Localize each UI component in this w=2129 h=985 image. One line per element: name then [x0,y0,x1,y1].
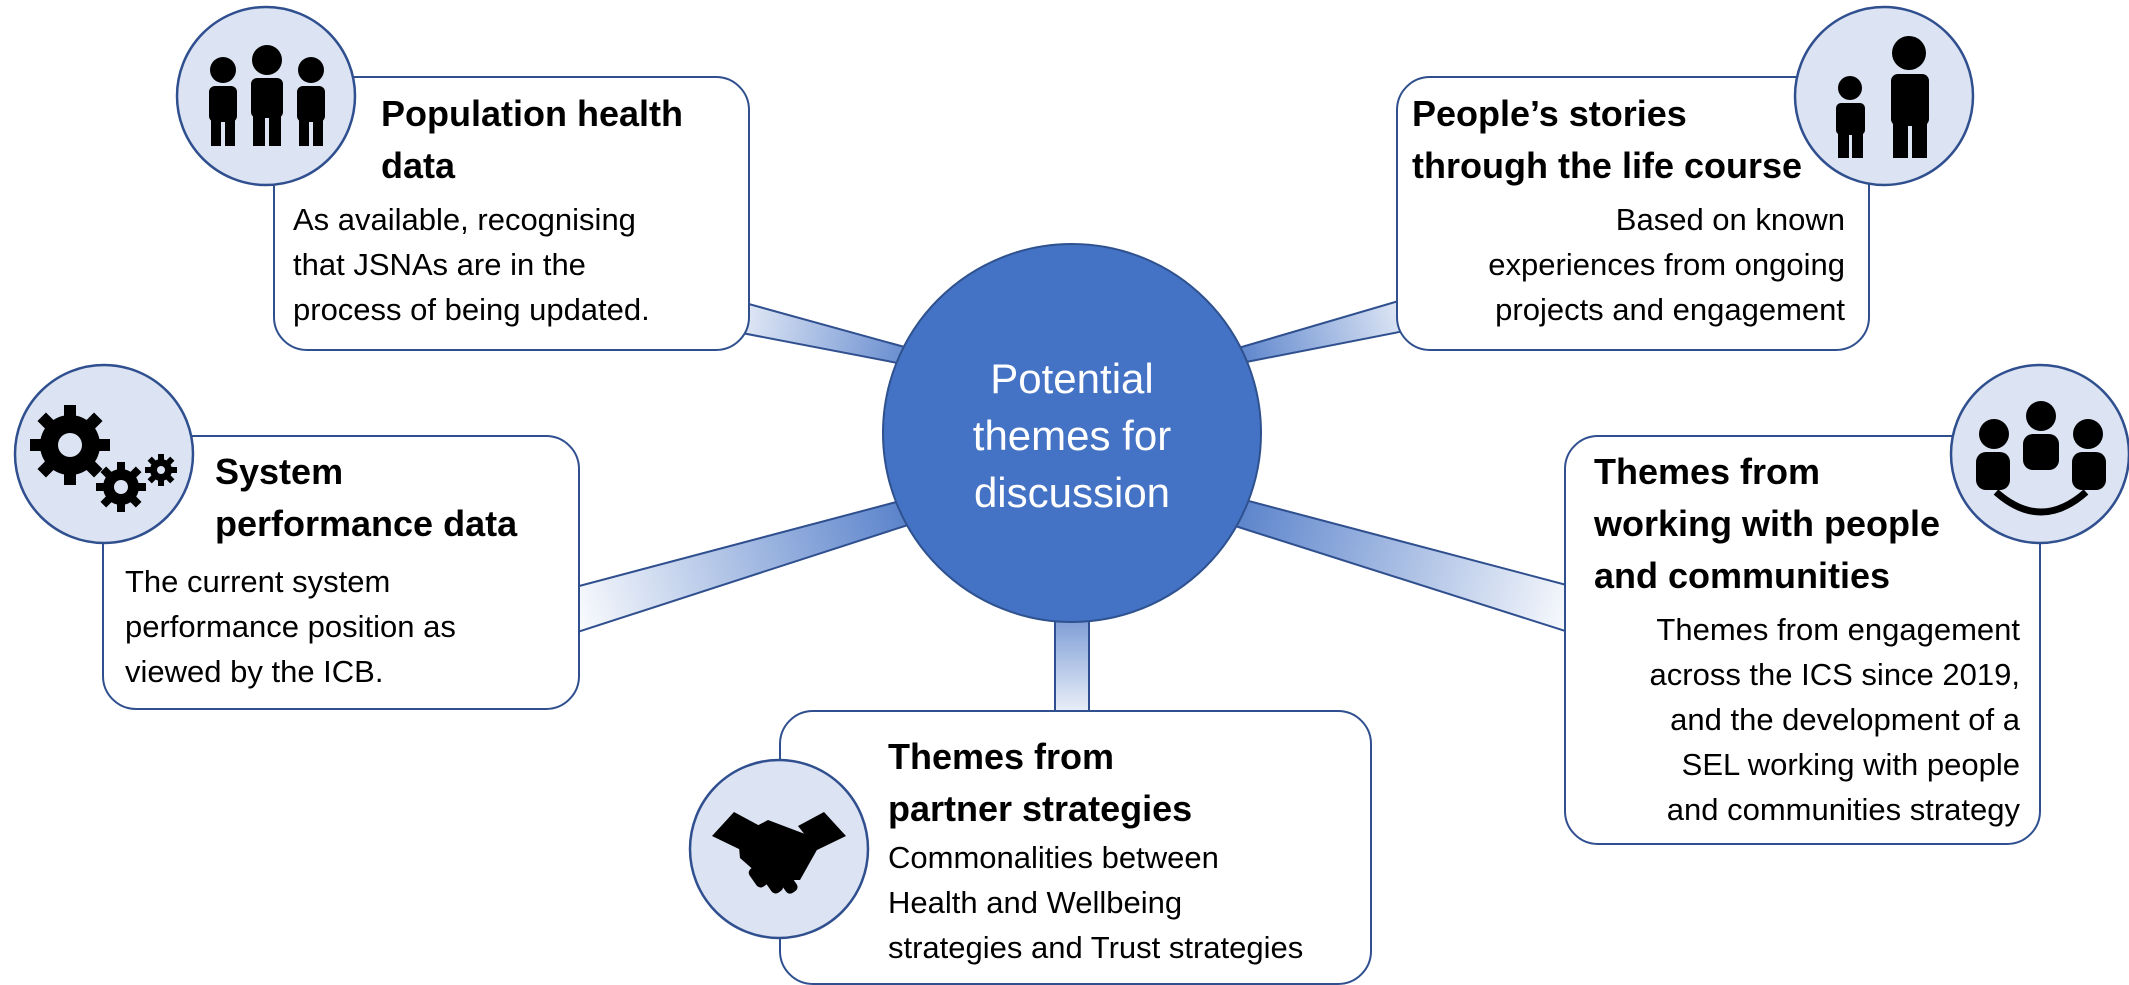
system-performance-body: The current system performance position … [125,564,456,689]
partner-strategies-body: Commonalities between Health and Wellbei… [888,840,1304,965]
central-circle [882,243,1262,623]
peoples-stories-box [1396,76,1870,351]
partner-strategies-title: Themes from partner strategies [888,736,1193,829]
population-health-title: Population health data [381,93,683,186]
peoples-stories-body: Based on known experiences from ongoing … [1488,202,1845,327]
peoples-stories-title: People’s stories through the life course [1412,93,1803,186]
people-communities-body: Themes from engagement across the ICS si… [1649,612,2020,827]
people-communities-title: Themes from working with people and comm… [1594,451,1941,596]
population-health-body: As available, recognising that JSNAs are… [293,202,650,327]
central-label: Potential themes for discussion [972,355,1172,516]
system-performance-title: System performance data [215,451,518,544]
